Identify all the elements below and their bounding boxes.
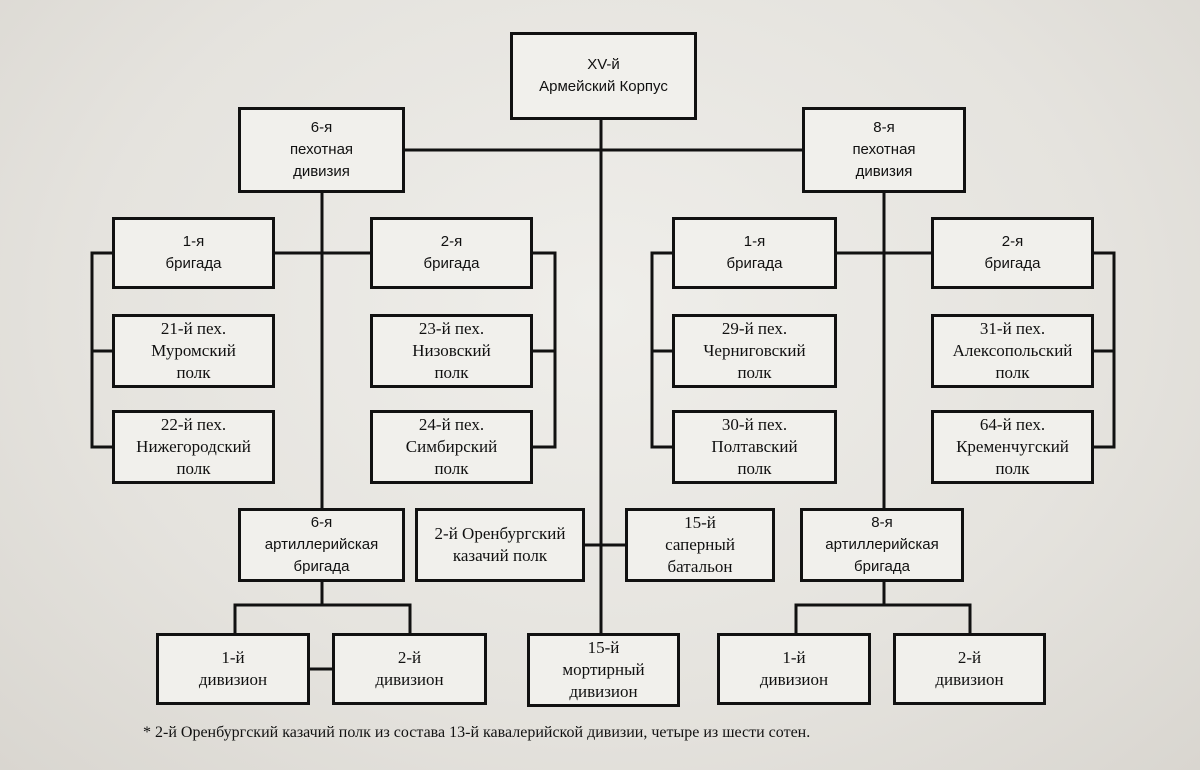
div8-artillery-line-2: артиллерийская [825, 536, 939, 553]
regiment-22-line-2: Нижегородский [136, 437, 251, 456]
div6-artillery-box: 6-я артиллерийская бригада [238, 508, 405, 582]
regiment-21-line-2: Муромский [151, 341, 236, 360]
div6-art-division1-line-1: 1-й [221, 648, 245, 667]
regiment-24-line-2: Симбирский [405, 437, 498, 456]
regiment-24-box: 24-й пех. Симбирский полк [370, 410, 533, 484]
div6-art-division2-line-2: дивизион [375, 670, 444, 689]
cossack-line-2: казачий полк [452, 546, 548, 565]
div6-art-division1-line-2: дивизион [198, 670, 268, 689]
div8-line-2: пехотная [852, 141, 916, 158]
mortar-line-1: 15-й [587, 638, 620, 657]
mortar-division-box: 15-й мортирный дивизион [527, 633, 680, 707]
mortar-line-2: мортирный [562, 660, 645, 679]
sapper-line-1: 15-й [684, 513, 716, 532]
div6-line-1: 6-я [310, 119, 333, 136]
div8-brigade1-line-2: бригада [726, 255, 783, 272]
div6-artillery-line-3: бригада [293, 558, 350, 575]
div8-art-division2-box: 2-й дивизион [893, 633, 1046, 705]
div6-brigade1-line-2: бригада [165, 255, 222, 272]
div8-art-division1-line-2: дивизион [759, 670, 829, 689]
div6-brigade1-box: 1-я бригада [112, 217, 275, 289]
div6-brigade1-line-1: 1-я [182, 233, 205, 250]
div8-brigade2-line-2: бригада [984, 255, 1041, 272]
regiment-21-box: 21-й пех. Муромский полк [112, 314, 275, 388]
regiment-30-line-3: полк [737, 459, 772, 478]
div8-art-division2-line-1: 2-й [957, 648, 982, 667]
regiment-64-line-3: полк [995, 459, 1030, 478]
corps-line-1: XV-й [587, 56, 620, 73]
footnote: * 2-й Оренбургский казачий полк из соста… [143, 724, 811, 741]
regiment-22-line-1: 22-й пех. [160, 415, 227, 434]
regiment-21-line-3: полк [176, 363, 211, 382]
regiment-23-line-3: полк [434, 363, 469, 382]
cossack-line-1: 2-й Оренбургский [434, 524, 566, 543]
div6-artillery-line-1: 6-я [310, 514, 333, 531]
regiment-23-line-1: 23-й пех. [418, 319, 485, 338]
div8-line-3: дивизия [855, 163, 913, 180]
div6-brigade2-box: 2-я бригада [370, 217, 533, 289]
regiment-24-line-3: полк [434, 459, 469, 478]
sapper-line-3: батальон [667, 557, 733, 576]
regiment-23-line-2: Низовский [412, 341, 491, 360]
regiment-29-line-3: полк [737, 363, 772, 382]
regiment-64-line-2: Кременчугский [956, 437, 1069, 456]
regiment-23-box: 23-й пех. Низовский полк [370, 314, 533, 388]
regiment-31-box: 31-й пех. Алексопольский полк [931, 314, 1094, 388]
regiment-64-box: 64-й пех. Кременчугский полк [931, 410, 1094, 484]
div8-brigade2-line-1: 2-я [1001, 233, 1024, 250]
regiment-31-line-1: 31-й пех. [979, 319, 1046, 338]
regiment-24-line-1: 24-й пех. [418, 415, 485, 434]
div6-brigade2-line-1: 2-я [440, 233, 463, 250]
div6-art-division2-line-1: 2-й [397, 648, 422, 667]
div8-art-division1-box: 1-й дивизион [717, 633, 871, 705]
div8-artillery-box: 8-я артиллерийская бригада [800, 508, 964, 582]
div8-art-division1-line-1: 1-й [782, 648, 806, 667]
regiment-31-line-3: полк [995, 363, 1030, 382]
div8-brigade1-box: 1-я бригада [672, 217, 837, 289]
regiment-22-box: 22-й пех. Нижегородский полк [112, 410, 275, 484]
div8-brigade2-box: 2-я бригада [931, 217, 1094, 289]
corps-box: XV-й Армейский Корпус [510, 32, 697, 120]
regiment-30-line-1: 30-й пех. [721, 415, 788, 434]
regiment-29-line-2: Черниговский [703, 341, 806, 360]
regiment-29-line-1: 29-й пех. [721, 319, 788, 338]
regiment-31-line-2: Алексопольский [952, 341, 1073, 360]
regiment-30-box: 30-й пех. Полтавский полк [672, 410, 837, 484]
div6-art-division2-box: 2-й дивизион [332, 633, 487, 705]
div6-brigade2-line-2: бригада [423, 255, 480, 272]
div6-line-3: дивизия [293, 163, 350, 180]
div6-art-division1-box: 1-й дивизион [156, 633, 310, 705]
cossack-regiment-box: 2-й Оренбургский казачий полк [415, 508, 585, 582]
div8-artillery-line-3: бригада [854, 558, 910, 575]
div8-artillery-line-1: 8-я [871, 514, 893, 531]
div6-line-2: пехотная [289, 141, 354, 158]
div8-box: 8-я пехотная дивизия [802, 107, 966, 193]
regiment-29-box: 29-й пех. Черниговский полк [672, 314, 837, 388]
div8-brigade1-line-1: 1-я [743, 233, 766, 250]
regiment-22-line-3: полк [176, 459, 211, 478]
div8-line-1: 8-я [873, 119, 895, 136]
div6-artillery-line-2: артиллерийская [264, 536, 379, 553]
div8-art-division2-line-2: дивизион [935, 670, 1004, 689]
sapper-line-2: саперный [665, 535, 735, 554]
regiment-30-line-2: Полтавский [711, 437, 798, 456]
regiment-64-line-1: 64-й пех. [979, 415, 1046, 434]
mortar-line-3: дивизион [569, 682, 638, 701]
div6-box: 6-я пехотная дивизия [238, 107, 405, 193]
sapper-battalion-box: 15-й саперный батальон [625, 508, 775, 582]
regiment-21-line-1: 21-й пех. [160, 319, 227, 338]
corps-line-2: Армейский Корпус [539, 78, 668, 95]
